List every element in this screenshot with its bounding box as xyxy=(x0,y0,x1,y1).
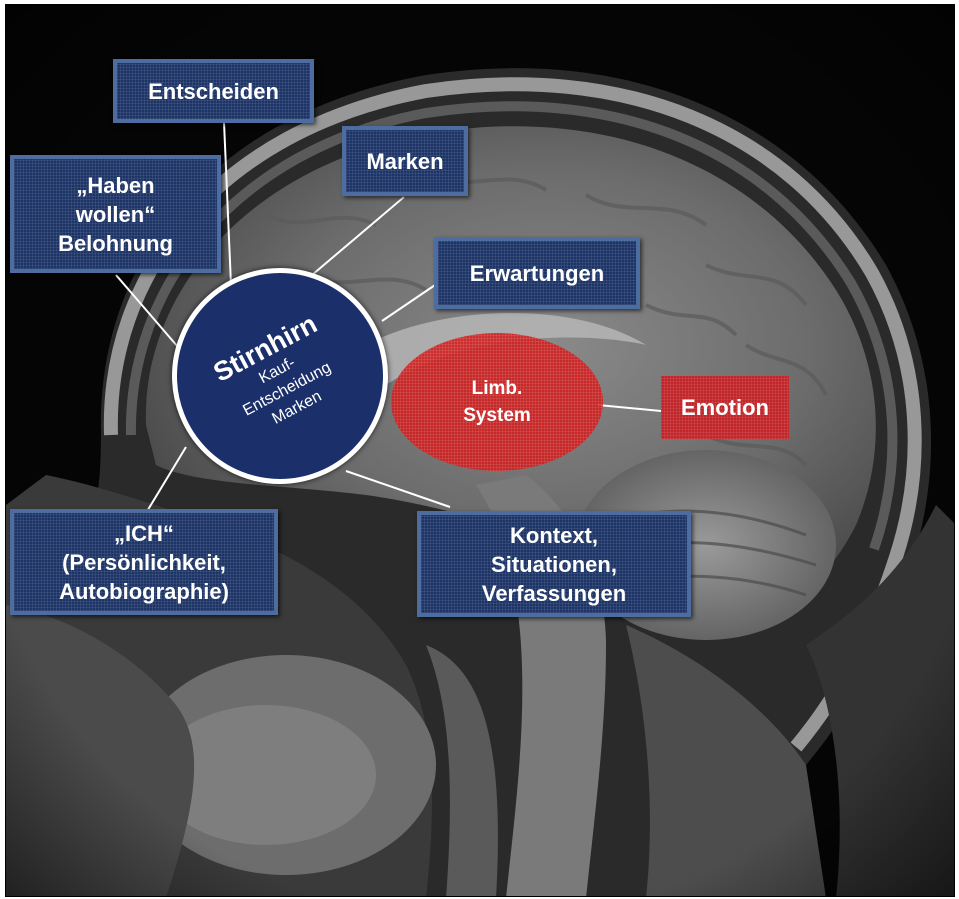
box-haben-line-1: „Haben xyxy=(58,171,173,200)
box-erwartungen-line: Erwartungen xyxy=(470,259,604,288)
diagram-frame: Entscheiden Marken „Haben wollen“ Belohn… xyxy=(5,4,955,897)
emotion-box: Emotion xyxy=(661,376,789,439)
stirnhirn-circle: Stirnhirn Kauf- Entscheidung Marken xyxy=(172,268,388,484)
box-haben-line-3: Belohnung xyxy=(58,229,173,258)
box-ich-line-1: „ICH“ xyxy=(59,519,229,548)
box-ich-line-2: (Persönlichkeit, xyxy=(59,548,229,577)
box-kontext: Kontext, Situationen, Verfassungen xyxy=(417,511,691,617)
box-ich: „ICH“ (Persönlichkeit, Autobiographie) xyxy=(10,509,278,615)
stirnhirn-circle-text: Stirnhirn Kauf- Entscheidung Marken xyxy=(170,288,390,464)
box-haben-line-2: wollen“ xyxy=(58,200,173,229)
box-marken-line: Marken xyxy=(366,147,443,176)
limbic-line-1: Limb. xyxy=(472,375,523,402)
limbic-system-ellipse: Limb. System xyxy=(391,333,603,471)
box-kontext-line-1: Kontext, xyxy=(482,521,626,550)
box-entscheiden-line: Entscheiden xyxy=(148,77,279,106)
box-marken: Marken xyxy=(342,126,468,196)
box-haben-wollen: „Haben wollen“ Belohnung xyxy=(10,155,221,273)
box-kontext-line-3: Verfassungen xyxy=(482,579,626,608)
box-kontext-line-2: Situationen, xyxy=(482,550,626,579)
emotion-label: Emotion xyxy=(681,395,769,421)
box-ich-line-3: Autobiographie) xyxy=(59,577,229,606)
box-erwartungen: Erwartungen xyxy=(434,237,640,309)
limbic-line-2: System xyxy=(463,402,531,429)
box-entscheiden: Entscheiden xyxy=(113,59,314,123)
